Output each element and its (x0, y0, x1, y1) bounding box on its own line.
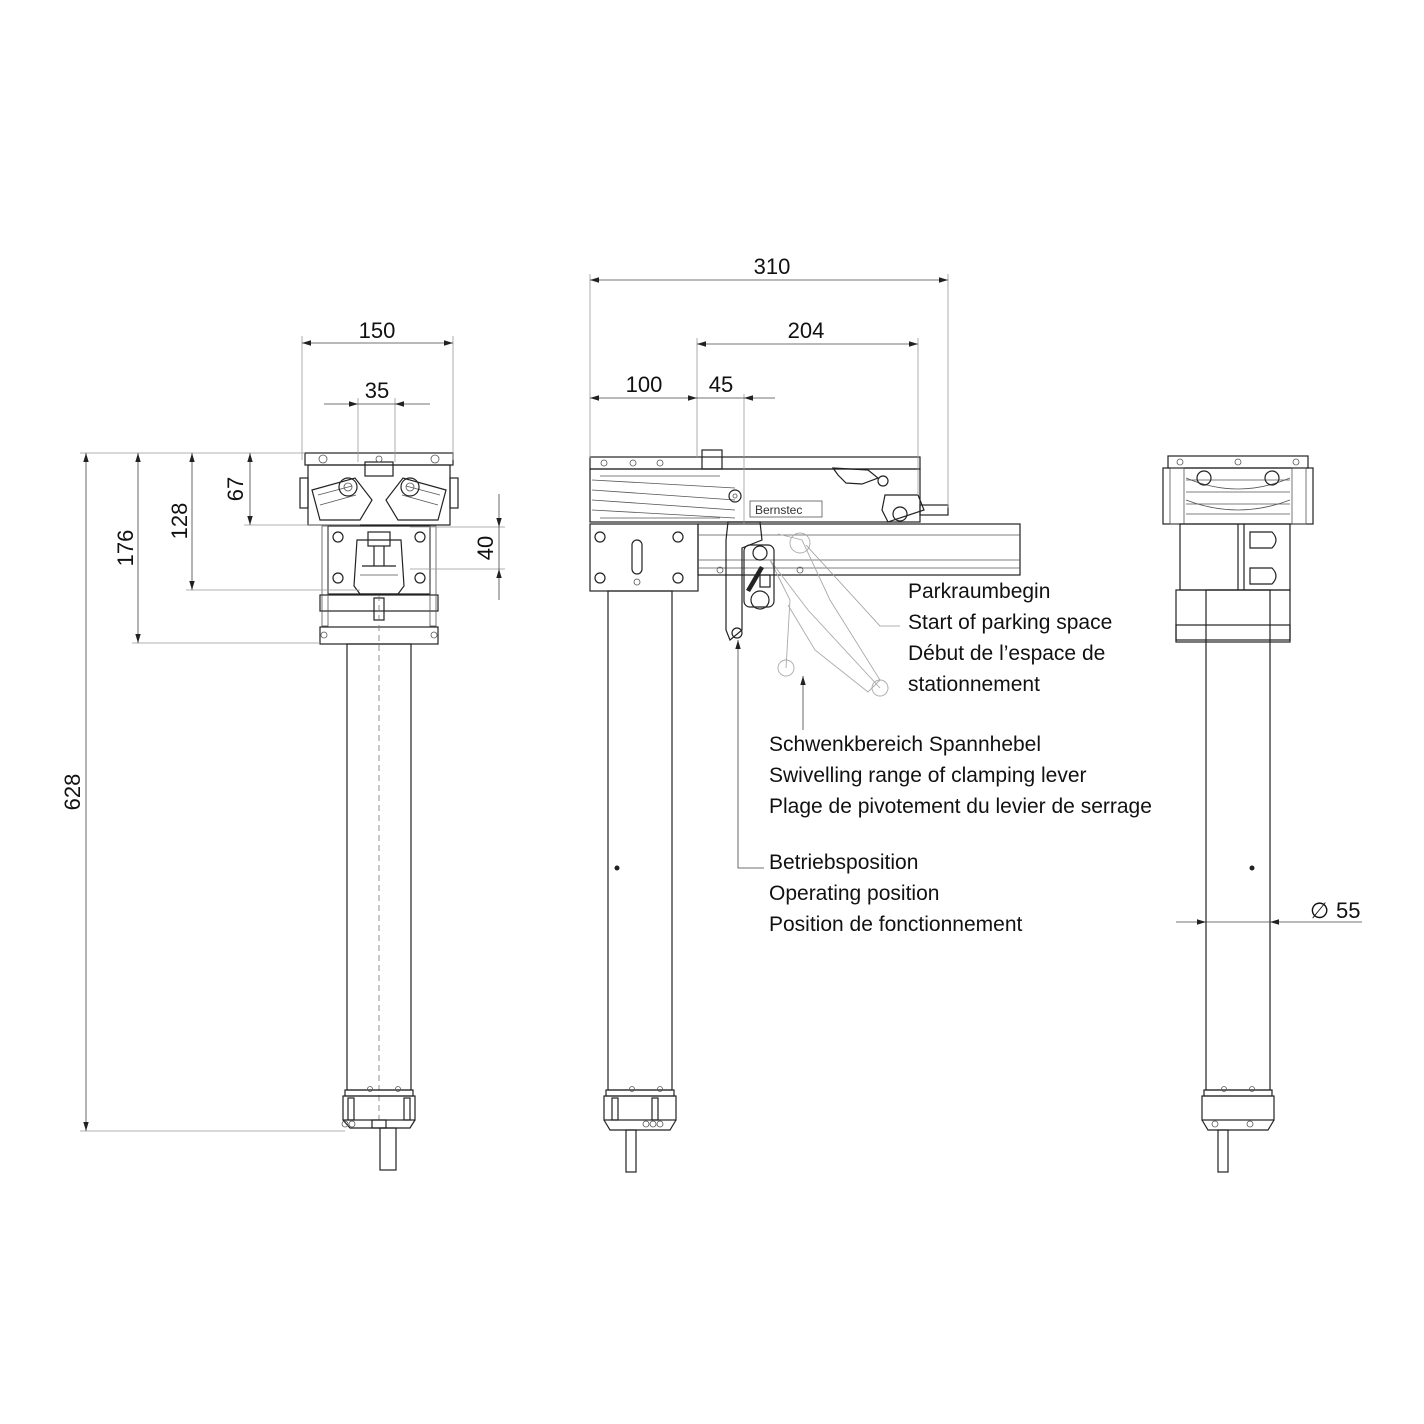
front-view (299, 452, 459, 1171)
dim-100: 100 (626, 372, 663, 397)
swivel-range-outline (777, 533, 881, 693)
front-clamp-housing (307, 464, 451, 526)
rear-base-fitting (1201, 1095, 1275, 1121)
brand-mark: Bernstec (755, 503, 802, 517)
note-parking-en: Start of parking space (908, 611, 1112, 634)
operating-lever (725, 521, 763, 641)
note-operating-en: Operating position (769, 882, 939, 905)
side-top-rail (589, 456, 921, 470)
note-swivel-de: Schwenkbereich Spannhebel (769, 733, 1041, 756)
front-spike (379, 1127, 397, 1171)
rear-tube (1205, 589, 1271, 1091)
dim-176: 176 (113, 530, 138, 567)
note-operating-de: Betriebsposition (769, 851, 918, 874)
side-view: Bernstec (589, 449, 1021, 1173)
rear-top-plate (1167, 455, 1309, 469)
side-top-lever (831, 467, 880, 485)
side-base-fitting (603, 1095, 677, 1121)
rear-collar (1175, 624, 1291, 643)
dim-40: 40 (473, 536, 498, 560)
annotation-parking-start: Parkraumbegin Start of parking space Déb… (908, 580, 1112, 696)
front-right-jaw (385, 477, 447, 521)
dim-55: 55 (1336, 898, 1360, 923)
leader-parking-start (805, 544, 900, 627)
side-dimensions: 310 204 100 45 (589, 254, 949, 525)
front-dimensions: 150 35 67 128 176 628 40 (60, 318, 505, 1132)
diameter-dimension: ∅ 55 (1176, 898, 1362, 925)
dim-35: 35 (365, 378, 389, 403)
front-left-jaw (311, 477, 373, 521)
dim-45: 45 (709, 372, 733, 397)
diameter-symbol: ∅ (1310, 898, 1329, 923)
note-parking-de: Parkraumbegin (908, 580, 1050, 603)
side-spike (625, 1129, 637, 1173)
annotation-swivel-range: Schwenkbereich Spannhebel Swivelling ran… (769, 733, 1152, 818)
dim-204: 204 (788, 318, 825, 343)
note-swivel-fr: Plage de pivotement du levier de serrage (769, 795, 1152, 818)
dim-310: 310 (754, 254, 791, 279)
note-parking-fr-1: Début de l’espace de (908, 642, 1105, 665)
rear-spike (1217, 1129, 1229, 1173)
rear-clamp-housing (1162, 467, 1314, 525)
note-parking-fr-2: stationnement (908, 673, 1040, 696)
dim-67: 67 (223, 477, 248, 501)
rear-view (1162, 455, 1314, 1173)
dim-150: 150 (359, 318, 396, 343)
side-profile-rail (697, 523, 1021, 576)
dim-128: 128 (167, 503, 192, 540)
annotation-leaders (735, 544, 900, 869)
side-tube (607, 590, 673, 1091)
dim-628: 628 (60, 774, 85, 811)
note-swivel-en: Swivelling range of clamping lever (769, 764, 1087, 787)
annotation-operating-position: Betriebsposition Operating position Posi… (769, 851, 1022, 936)
leader-operating (735, 640, 764, 869)
note-operating-fr: Position de fonctionnement (769, 913, 1022, 936)
